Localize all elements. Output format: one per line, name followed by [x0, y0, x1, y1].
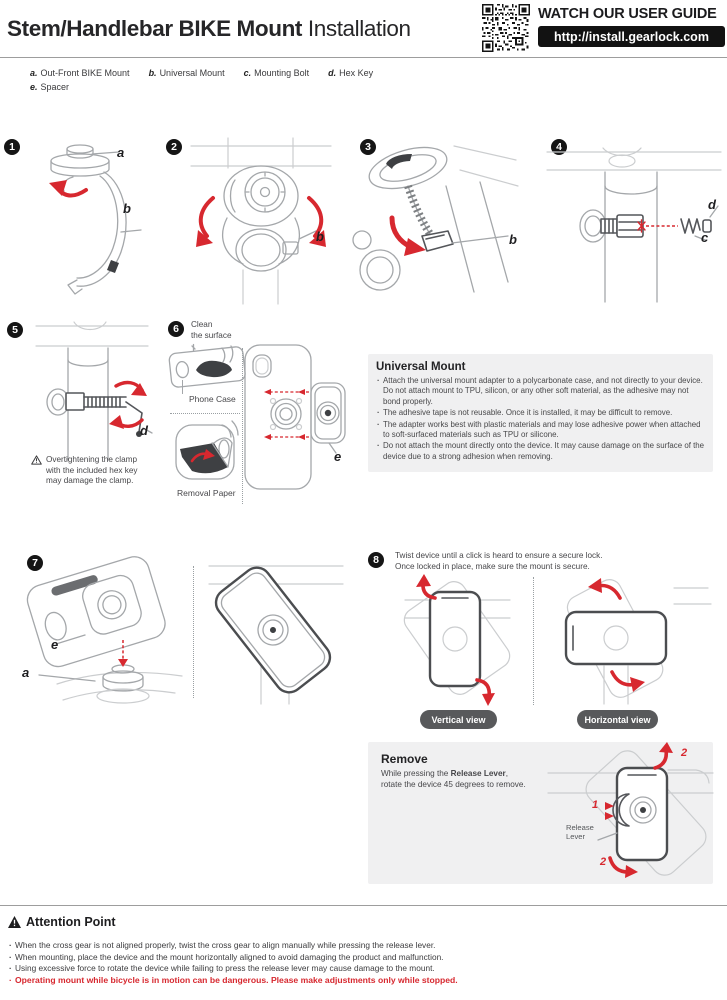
part-d-key: d. [328, 68, 337, 78]
universal-mount-bullet-2: The adhesive tape is not reusable. Once … [376, 408, 706, 419]
vertical-view-badge: Vertical view [420, 710, 497, 729]
callout-a-step1: a [117, 145, 125, 160]
remove-step1-number: 1 [592, 799, 599, 811]
qr-code-icon [482, 4, 530, 52]
page-title: Stem/Handlebar BIKE Mount Installation [7, 16, 411, 42]
step1-illustration [49, 144, 142, 295]
step3-illustration [352, 145, 519, 293]
callout-b-step1: b [123, 201, 131, 216]
step-7-number: 7 [27, 555, 43, 571]
step7-left-illustration [26, 556, 183, 704]
callout-d-step5: d [140, 423, 148, 438]
page-title-regular: Installation [307, 16, 411, 41]
clean-surface-label: Clean the surface [191, 320, 232, 340]
attention-bullet-2: When mounting, place the device and the … [8, 952, 720, 964]
remove-step2-number-top: 2 [681, 747, 688, 759]
step-4-number: 4 [551, 139, 567, 155]
callout-a-step7: a [22, 665, 30, 680]
step4-illustration [546, 147, 722, 303]
attention-triangle-icon [8, 916, 21, 928]
attention-warning-red: Operating mount while bicycle is in moti… [8, 975, 720, 987]
part-e-key: e. [30, 82, 38, 92]
step-2-number: 2 [166, 139, 182, 155]
part-c-key: c. [243, 68, 252, 78]
warning-triangle-icon [31, 455, 42, 465]
universal-mount-bullet-1: Attach the universal mount adapter to a … [376, 376, 706, 407]
removal-paper-label: Removal Paper [177, 488, 236, 498]
remove-box: Remove While pressing the Release Lever,… [368, 742, 714, 884]
phone-case-label: Phone Case [189, 394, 236, 404]
attention-bullet-3: Using excessive force to rotate the devi… [8, 963, 720, 975]
part-e: e.Spacer [30, 82, 69, 92]
step5-warning: Overtightening the clamp with the includ… [31, 455, 191, 487]
release-lever-label: Release Lever [566, 823, 594, 841]
part-c: c.Mounting Bolt [244, 68, 310, 78]
remove-body-comma: , [505, 769, 508, 778]
step8-instruction-line2: Once locked in place, make sure the moun… [395, 562, 590, 571]
step6-vertical-divider [242, 348, 243, 504]
guide-url-link[interactable]: http://install.gearlock.com [538, 26, 725, 47]
step8-horizontal-illustration [564, 578, 712, 705]
step6-adapter-illustration [244, 344, 346, 490]
attention-bullets: When the cross gear is not aligned prope… [8, 940, 720, 987]
phone-case-leader [182, 380, 189, 394]
remove-step2-number-bottom: 2 [600, 856, 607, 868]
universal-mount-bullets: Attach the universal mount adapter to a … [376, 376, 706, 463]
step8-divider [533, 577, 534, 705]
step8-instruction-line1: Twist device until a click is heard to e… [395, 551, 603, 560]
step6-clean-illustration [168, 343, 246, 388]
step-6-number: 6 [168, 321, 184, 337]
parts-list-row2: e.Spacer [30, 82, 69, 92]
remove-body-line2: rotate the device 45 degrees to remove. [381, 780, 526, 789]
step7-right-illustration [208, 565, 344, 705]
page-title-bold: Stem/Handlebar BIKE Mount [7, 16, 303, 41]
footer-divider [0, 905, 727, 906]
universal-mount-bullet-3: The adapter works best with plastic mate… [376, 420, 706, 441]
universal-mount-bullet-4: Do not attach the mount directly onto th… [376, 441, 706, 462]
part-e-name: Spacer [40, 82, 70, 92]
part-a: a.Out-Front BIKE Mount [30, 68, 130, 78]
callout-b-step3: b [509, 232, 517, 247]
step-8-number: 8 [368, 552, 384, 568]
step-1-number: 1 [4, 139, 20, 155]
universal-mount-title: Universal Mount [376, 361, 466, 373]
universal-mount-box: Universal Mount Attach the universal mou… [368, 354, 713, 472]
parts-list-row1: a.Out-Front BIKE Mount b.Universal Mount… [30, 68, 373, 78]
part-d-name: Hex Key [339, 68, 374, 78]
part-c-name: Mounting Bolt [254, 68, 310, 78]
step6-divider [170, 413, 240, 414]
step2-illustration [190, 137, 332, 305]
watch-user-guide-label: WATCH OUR USER GUIDE [538, 6, 717, 22]
step8-vertical-illustration [403, 574, 511, 706]
part-a-name: Out-Front BIKE Mount [40, 68, 130, 78]
callout-c-step4: c [701, 230, 709, 245]
step-3-number: 3 [360, 139, 376, 155]
attention-title: Attention Point [26, 915, 116, 929]
remove-illustration [547, 742, 714, 878]
callout-e-step7: e [51, 637, 59, 652]
part-b: b.Universal Mount [149, 68, 225, 78]
remove-title: Remove [381, 752, 428, 766]
step5-warning-text: Overtightening the clamp with the includ… [46, 455, 138, 485]
callout-d-step4: d [708, 197, 716, 212]
attention-bullet-1: When the cross gear is not aligned prope… [8, 940, 720, 952]
callout-e-step6: e [334, 449, 342, 464]
callout-b-step2: b [316, 229, 324, 244]
step-5-number: 5 [7, 322, 23, 338]
step5-illustration [35, 321, 153, 461]
header-divider [0, 57, 727, 58]
attention-header: Attention Point [8, 915, 116, 929]
part-b-key: b. [148, 68, 157, 78]
part-a-key: a. [30, 68, 38, 78]
horizontal-view-badge: Horizontal view [577, 710, 658, 729]
step7-divider [193, 566, 194, 698]
remove-body-bold: Release Lever [450, 769, 506, 778]
part-d: d.Hex Key [328, 68, 373, 78]
remove-body-line1: While pressing the Release Lever, [381, 769, 508, 780]
remove-body-pre: While pressing the [381, 769, 451, 778]
part-b-name: Universal Mount [159, 68, 225, 78]
step6-removal-illustration [175, 420, 239, 480]
